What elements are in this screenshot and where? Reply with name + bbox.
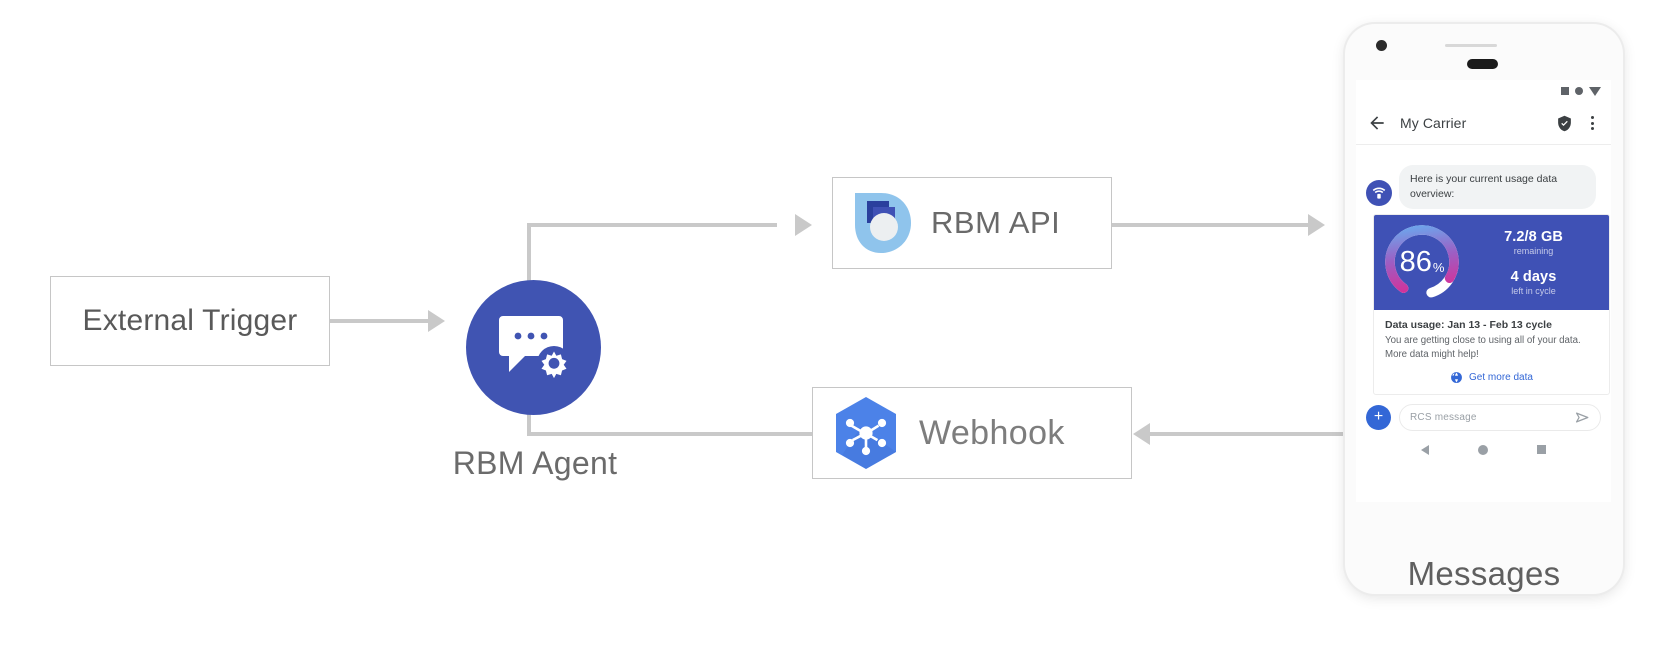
earpiece-speaker <box>1467 59 1498 69</box>
top-speaker-grille <box>1445 44 1497 47</box>
gauge-panel: 86 % 7.2/8 GB remaining 4 days lef <box>1374 215 1609 311</box>
connector-trigger-to-agent <box>330 319 430 323</box>
battery-icon <box>1561 87 1569 95</box>
webhook-hexagon-icon <box>836 397 896 469</box>
android-nav-bar <box>1356 436 1611 463</box>
days-left-value: 4 days <box>1510 269 1557 286</box>
back-arrow-icon[interactable] <box>1367 113 1387 133</box>
data-remaining-caption: remaining <box>1513 246 1554 257</box>
connector-phone-to-webhook <box>1150 432 1350 436</box>
node-rbm-api[interactable]: RBM API <box>832 177 1112 269</box>
gauge-percent-value: 86 <box>1399 246 1432 279</box>
overflow-menu-icon[interactable] <box>1584 116 1600 130</box>
node-webhook[interactable]: Webhook <box>812 387 1132 479</box>
arrowhead-api-to-phone <box>1308 214 1325 236</box>
data-usage-gauge: 86 % <box>1374 215 1470 310</box>
nav-home-icon[interactable] <box>1477 444 1488 455</box>
dot-icon <box>1575 87 1583 95</box>
verified-shield-icon <box>1558 115 1571 131</box>
node-rbm-agent[interactable] <box>466 280 601 415</box>
arrowhead-phone-to-webhook <box>1133 423 1150 445</box>
gauge-stats: 7.2/8 GB remaining 4 days left in cycle <box>1470 229 1609 296</box>
wifi-icon <box>1589 86 1601 96</box>
message-thread: Here is your current usage data overview… <box>1356 145 1611 395</box>
gauge-percent: 86 % <box>1374 215 1470 310</box>
phone-mockup: My Carrier Here i <box>1345 24 1623 594</box>
rbm-api-logo-icon <box>855 193 911 253</box>
data-remaining-value: 7.2/8 GB <box>1504 229 1563 246</box>
nav-recent-icon[interactable] <box>1537 445 1547 455</box>
get-more-data-button[interactable]: Get more data <box>1385 371 1598 384</box>
chat-bubble-gear-icon <box>498 315 571 380</box>
rich-card-body: Data usage: Jan 13 - Feb 13 cycle You ar… <box>1374 310 1609 394</box>
connector-agent-to-api-vertical <box>527 223 531 311</box>
carrier-wifi-avatar-icon <box>1366 180 1392 207</box>
rcs-message-placeholder: RCS message <box>1410 411 1477 423</box>
connector-webhook-to-agent-vertical <box>527 400 531 436</box>
rich-card[interactable]: 86 % 7.2/8 GB remaining 4 days lef <box>1373 214 1610 395</box>
get-more-data-label: Get more data <box>1469 371 1533 383</box>
webhook-label: Webhook <box>919 413 1065 452</box>
front-camera-icon <box>1376 40 1387 51</box>
rcs-message-input[interactable]: RCS message <box>1399 403 1601 431</box>
stat-block-data: 7.2/8 GB remaining <box>1470 229 1597 256</box>
status-bar <box>1356 80 1611 102</box>
stat-block-cycle: 4 days left in cycle <box>1470 269 1597 296</box>
external-trigger-label: External Trigger <box>82 304 298 337</box>
rich-card-title: Data usage: Jan 13 - Feb 13 cycle <box>1385 319 1552 332</box>
rbm-agent-label: RBM Agent <box>452 445 618 481</box>
conversation-title: My Carrier <box>1400 115 1467 131</box>
incoming-text-bubble: Here is your current usage data overview… <box>1399 165 1596 210</box>
globe-icon <box>1451 372 1462 383</box>
connector-api-to-phone <box>1112 223 1312 227</box>
incoming-message-row: Here is your current usage data overview… <box>1366 165 1601 210</box>
gauge-percent-symbol: % <box>1432 259 1445 275</box>
rich-card-description: You are getting close to using all of yo… <box>1385 335 1581 361</box>
arrowhead-trigger-to-agent <box>428 310 445 332</box>
app-bar: My Carrier <box>1356 102 1611 145</box>
connector-agent-to-api-horizontal <box>527 223 777 227</box>
days-left-caption: left in cycle <box>1511 286 1556 297</box>
nav-back-icon[interactable] <box>1420 444 1429 455</box>
message-composer: + RCS message <box>1356 394 1611 437</box>
send-icon[interactable] <box>1575 410 1590 425</box>
rbm-api-label: RBM API <box>931 205 1061 240</box>
add-attachment-button[interactable]: + <box>1366 404 1391 430</box>
arrowhead-agent-to-api <box>795 214 812 236</box>
messages-label: Messages <box>1407 555 1561 592</box>
node-external-trigger[interactable]: External Trigger <box>50 276 330 366</box>
phone-screen: My Carrier Here i <box>1356 80 1611 502</box>
connector-webhook-to-agent-horizontal <box>527 432 815 436</box>
